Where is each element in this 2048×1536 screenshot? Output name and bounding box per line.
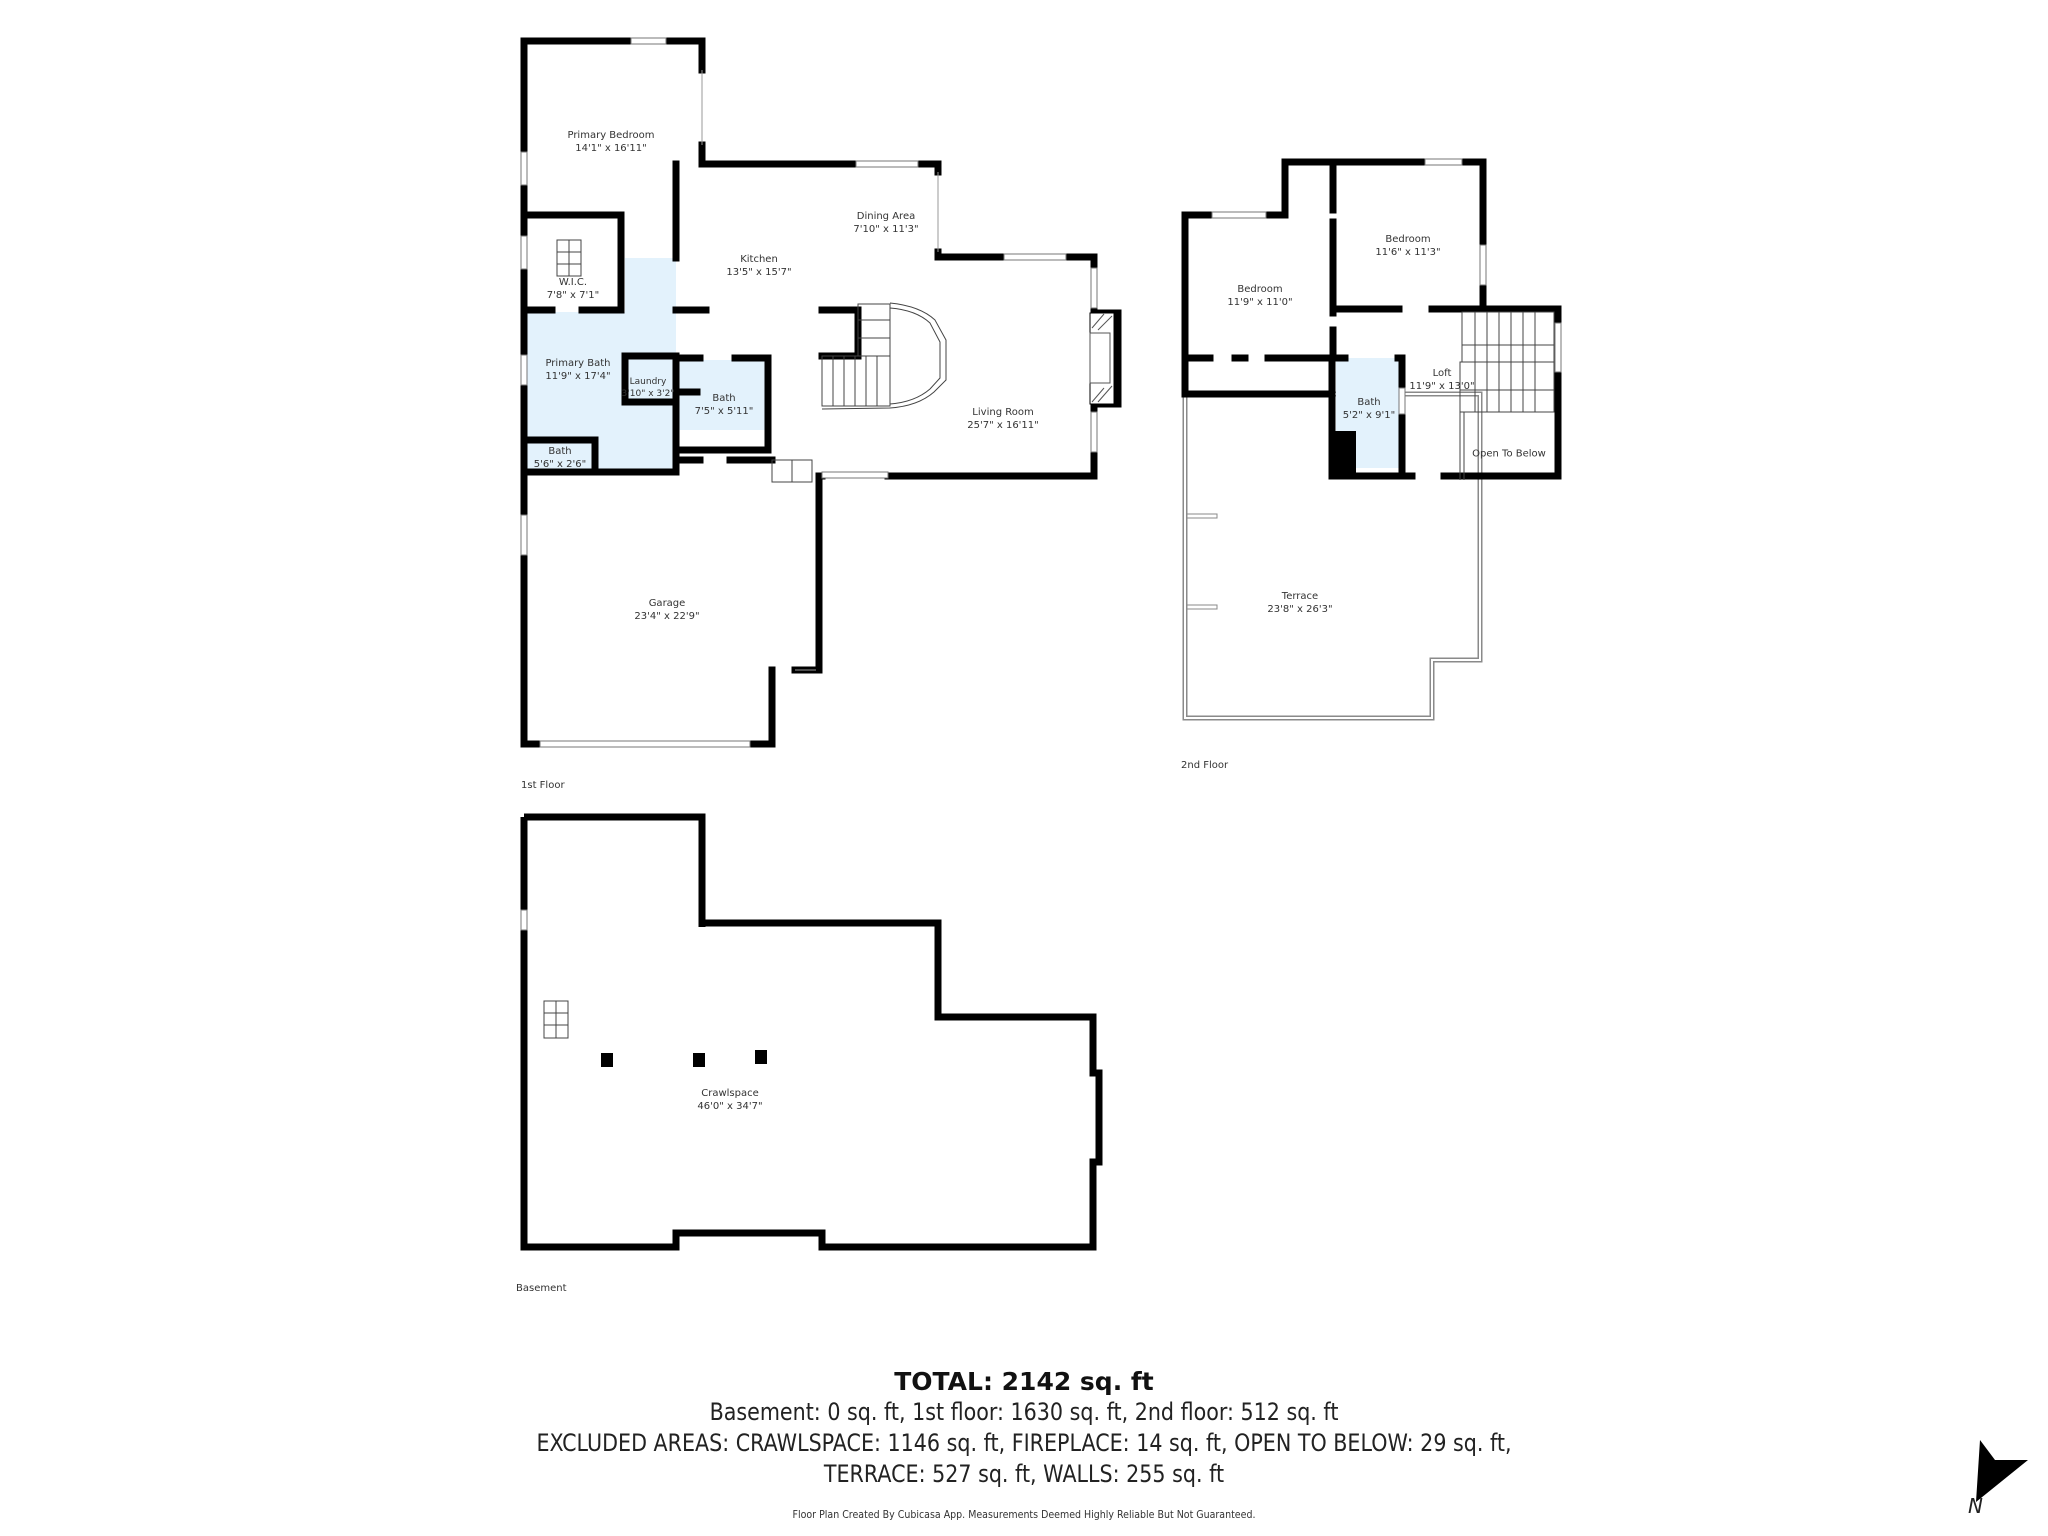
room-loft: Loft 11'9" x 13'0": [1409, 367, 1474, 393]
room-name: Kitchen: [740, 254, 778, 265]
room-name: Primary Bath: [545, 358, 611, 369]
room-crawlspace: Crawlspace 46'0" x 34'7": [697, 1087, 762, 1113]
compass-north-label: N: [1968, 1494, 1983, 1518]
basement-plan: [520, 813, 1103, 1251]
room-name: Bedroom: [1385, 234, 1431, 245]
room-name: Terrace: [1281, 591, 1319, 602]
second-floor-plan: [1181, 158, 1562, 721]
room-dims: 11'6" x 11'3": [1375, 247, 1441, 258]
room-bedroom-2: Bedroom 11'6" x 11'3": [1375, 233, 1440, 259]
total-area: TOTAL: 2142 sq. ft: [894, 1367, 1154, 1396]
room-dims: 11'9" x 13'0": [1409, 381, 1475, 392]
main-staircase: [821, 302, 947, 410]
north-arrow-icon: [1976, 1440, 2028, 1502]
room-dims: 5'6" x 2'6": [533, 459, 587, 470]
room-dims: 7'10" x 11'3": [853, 224, 919, 235]
room-dims: 7'8" x 7'1": [546, 290, 600, 301]
room-dims: 23'8" x 26'3": [1267, 604, 1333, 615]
room-dims: 25'7" x 16'11": [967, 420, 1039, 431]
room-wic: W.I.C. 7'8" x 7'1": [547, 276, 599, 302]
loft-staircase: [1459, 311, 1555, 480]
compass: N: [1960, 1436, 2040, 1526]
room-name: Laundry: [629, 377, 667, 387]
room-kitchen: Kitchen 13'5" x 15'7": [726, 253, 791, 279]
room-dims: 7'5" x 5'11": [694, 406, 754, 417]
room-bath-main: Bath 7'5" x 5'11": [695, 392, 754, 418]
room-living-room: Living Room 25'7" x 16'11": [967, 406, 1039, 432]
room-name: Bath: [712, 393, 736, 404]
room-name: Bath: [1357, 397, 1381, 408]
room-bath-upstairs: Bath 5'2" x 9'1": [1343, 396, 1395, 422]
floor-areas: Basement: 0 sq. ft, 1st floor: 1630 sq. …: [709, 1398, 1339, 1426]
room-dims: 46'0" x 34'7": [697, 1101, 763, 1112]
fireplace: [1089, 312, 1115, 405]
room-primary-bedroom: Primary Bedroom 14'1" x 16'11": [567, 129, 654, 155]
excluded-areas-line-2: TERRACE: 527 sq. ft, WALLS: 255 sq. ft: [823, 1460, 1225, 1488]
room-terrace: Terrace 23'8" x 26'3": [1267, 590, 1332, 616]
room-name: Loft: [1432, 368, 1452, 379]
room-open-to-below: Open To Below: [1472, 448, 1546, 461]
room-name: Dining Area: [856, 211, 916, 222]
room-name: Primary Bedroom: [567, 130, 655, 141]
room-name: Bedroom: [1237, 284, 1283, 295]
area-summary: TOTAL: 2142 sq. ft Basement: 0 sq. ft, 1…: [0, 1366, 2048, 1490]
room-bedroom-1: Bedroom 11'9" x 11'0": [1227, 283, 1292, 309]
first-floor-plan: [520, 37, 1122, 748]
room-name: Living Room: [972, 407, 1034, 418]
wic-attic-ladder: [556, 239, 582, 277]
floor-label-second: 2nd Floor: [1181, 760, 1229, 771]
room-name: Bath: [548, 446, 572, 457]
room-bath-small: Bath 5'6" x 2'6": [534, 445, 586, 471]
room-laundry: Laundry 3'10" x 3'2": [622, 376, 675, 400]
room-dining-area: Dining Area 7'10" x 11'3": [853, 210, 918, 236]
floor-label-first: 1st Floor: [521, 780, 565, 791]
primary-bath-fill: [526, 258, 676, 470]
room-dims: 3'10" x 3'2": [621, 389, 675, 399]
excluded-areas-line-1: EXCLUDED AREAS: CRAWLSPACE: 1146 sq. ft,…: [536, 1429, 1512, 1457]
room-name: Open To Below: [1472, 448, 1546, 460]
disclaimer: Floor Plan Created By Cubicasa App. Meas…: [792, 1508, 1256, 1521]
room-dims: 5'2" x 9'1": [1342, 410, 1396, 421]
floor-label-basement: Basement: [516, 1283, 567, 1294]
room-dims: 14'1" x 16'11": [575, 143, 647, 154]
room-dims: 23'4" x 22'9": [634, 611, 700, 622]
room-name: Crawlspace: [701, 1088, 759, 1099]
room-name: Garage: [648, 598, 686, 609]
room-dims: 11'9" x 11'0": [1227, 297, 1293, 308]
room-garage: Garage 23'4" x 22'9": [634, 597, 699, 623]
room-name: W.I.C.: [558, 277, 588, 288]
room-dims: 13'5" x 15'7": [726, 267, 792, 278]
room-primary-bath: Primary Bath 11'9" x 17'4": [545, 357, 610, 383]
room-dims: 11'9" x 17'4": [545, 371, 611, 382]
basement-ladder: [543, 1000, 569, 1039]
